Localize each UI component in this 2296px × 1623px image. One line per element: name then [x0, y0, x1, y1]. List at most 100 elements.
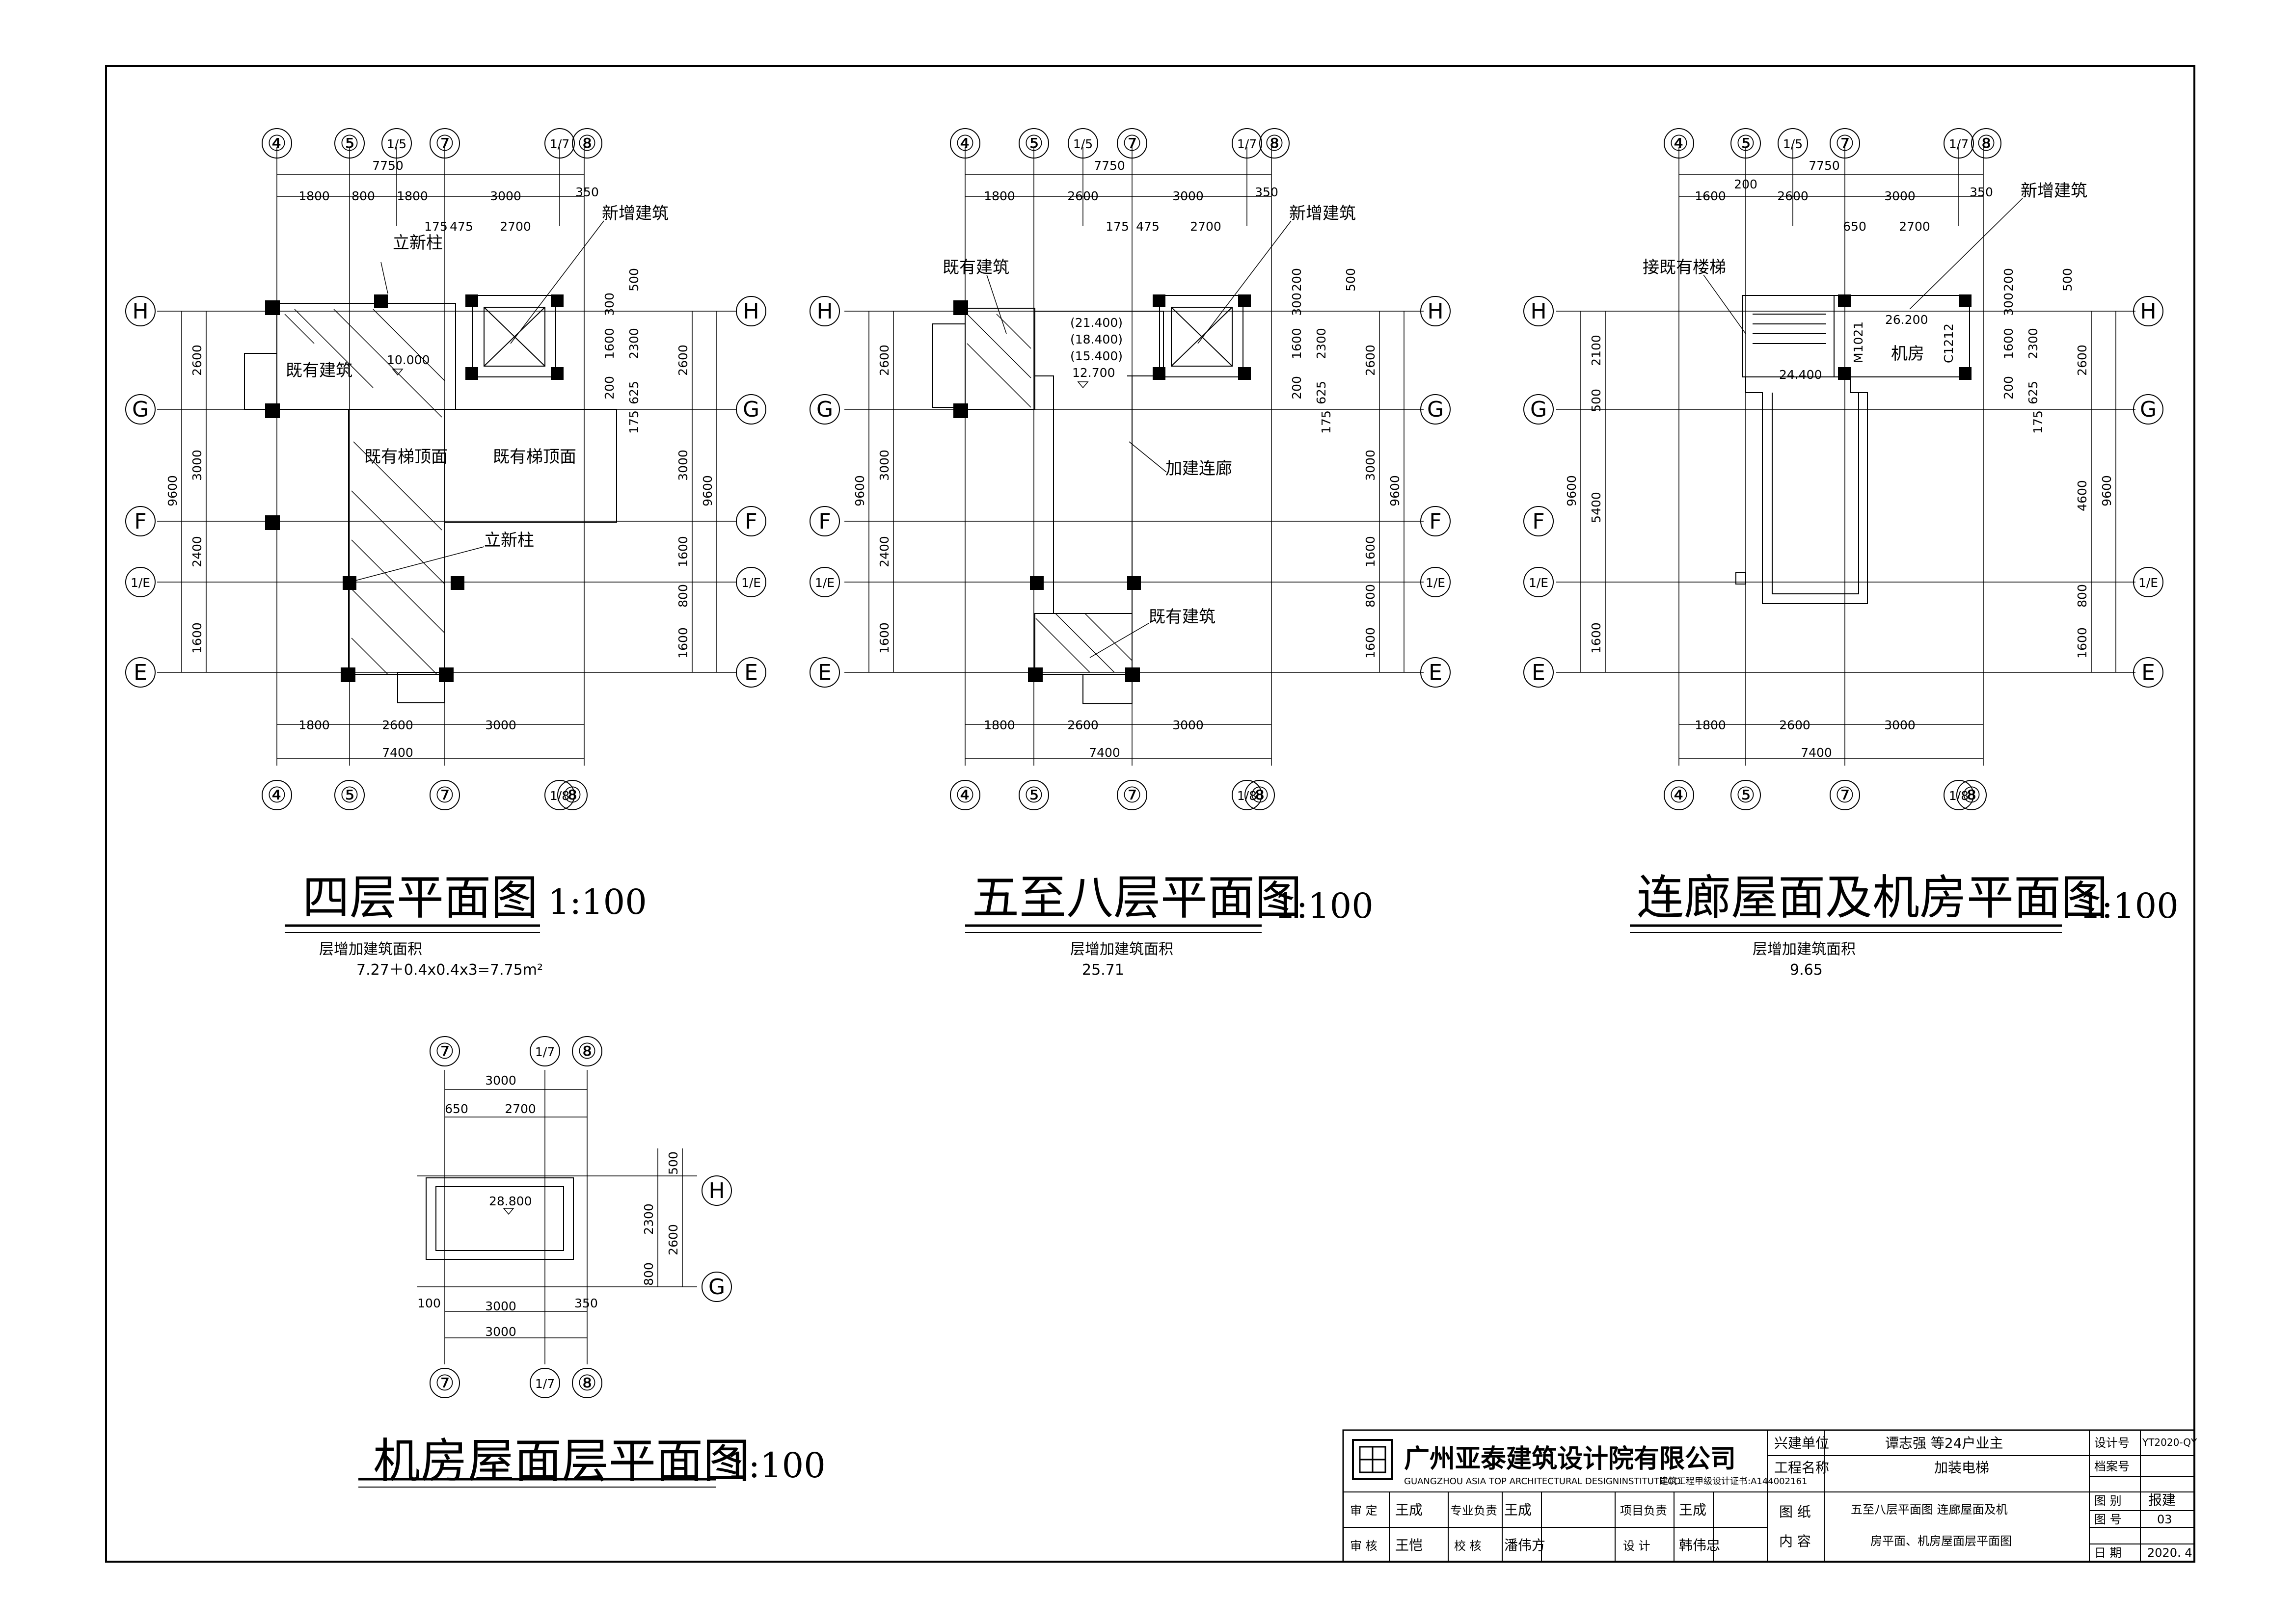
plan-corridor-roof: ④ ⑤ 1/5 ⑦ 1/7 ⑧ ④ ⑤ ⑦ 1/8 ⑧ H G F 1/E E … [1523, 128, 2179, 979]
company-logo-icon [1352, 1439, 1393, 1480]
axis-label: ⑦ [435, 1371, 454, 1396]
dim-text: 175 [2031, 410, 2045, 434]
dim-text: 3000 [485, 1073, 516, 1088]
sheet-border [105, 65, 2195, 1563]
annotation: 26.200 [1885, 313, 1928, 327]
dim-text: 2600 [1363, 345, 1378, 376]
dim-text: 1600 [1695, 189, 1726, 203]
axis-label: 1/E [2138, 576, 2158, 590]
dim-text: 7750 [1094, 159, 1125, 173]
side-axis-bubbles: H G F 1/E E H G F 1/E E [810, 296, 1451, 688]
axis-label: ④ [955, 783, 974, 808]
dim-text: 7400 [382, 745, 413, 760]
axis-label: G [743, 397, 759, 422]
dim-text: 1600 [2075, 627, 2089, 659]
axis-label: ⑧ [577, 131, 596, 156]
role-label: 审 定 [1350, 1504, 1378, 1517]
dim-text: 1600 [877, 622, 891, 654]
role-label: 项目负责 [1620, 1504, 1667, 1517]
columns [1838, 294, 1972, 380]
dim-text: 2400 [877, 536, 891, 567]
dim-text: 100 [417, 1296, 441, 1310]
dim-text: 200 [2001, 268, 2016, 292]
plan-5-8-floors: ④ ⑤ 1/5 ⑦ 1/7 ⑧ ④ ⑤ ⑦ 1/8 ⑧ H G F 1/E E … [810, 128, 1451, 979]
axis-label: F [1532, 509, 1544, 534]
axis-label: F [745, 509, 757, 534]
columns [953, 294, 1251, 682]
role-name: 王成 [1395, 1502, 1423, 1518]
axis-label: ④ [267, 783, 286, 808]
annotations: 立新柱 新增建筑 既有建筑 10.000 既有梯顶面 既有梯顶面 立新柱 [286, 204, 669, 582]
dim-text: 3000 [676, 450, 690, 481]
dim-text: 2300 [642, 1203, 656, 1235]
axis-label: ⑤ [340, 131, 359, 156]
annotation: (18.400) [1070, 332, 1123, 346]
axis-label: E [2141, 660, 2155, 685]
dim-text: 9600 [165, 475, 180, 506]
company-cert: 建筑工程甲级设计证书:A144002161 [1659, 1476, 1807, 1487]
area-value: 7.27＋0.4x0.4x3=7.75m² [356, 961, 543, 979]
company-name-en: GUANGZHOU ASIA TOP ARCHITECTURAL DESIGNI… [1404, 1476, 1683, 1487]
dim-text: 175 [424, 219, 448, 234]
axis-label: 1/E [815, 576, 835, 590]
dim-text: 5400 [1589, 492, 1603, 523]
sheet-label: 图 号 [2094, 1513, 2122, 1526]
axis-label: ⑦ [1122, 131, 1141, 156]
dim-text: 500 [627, 268, 641, 292]
category-label: 图 别 [2094, 1494, 2122, 1508]
axis-label: ⑦ [1122, 783, 1141, 808]
dim-text: 350 [575, 185, 599, 199]
axis-label: H [743, 299, 759, 324]
axis-label: G [1427, 397, 1444, 422]
axis-label: ⑧ [577, 1371, 596, 1396]
dim-text: 3000 [1884, 718, 1916, 732]
role-name: 韩伟忠 [1679, 1537, 1720, 1553]
dim-text: 9600 [701, 475, 715, 506]
dim-text: 3000 [1172, 718, 1204, 732]
dim-text: 1600 [190, 622, 204, 654]
dim-text: 3000 [1363, 450, 1378, 481]
drawing-label: 图 纸 [1779, 1504, 1811, 1520]
top-axis-bubbles: ④ ⑤ 1/5 ⑦ 1/7 ⑧ [1664, 128, 2001, 159]
axis-label: 1/E [1529, 576, 1548, 590]
dim-text: 2600 [877, 345, 891, 376]
dim-text: 625 [627, 381, 641, 404]
axis-label: 1/7 [1237, 137, 1257, 151]
annotation: 10.000 [387, 353, 430, 367]
annotation: C1212 [1942, 323, 1956, 363]
dim-text: 1600 [1589, 622, 1603, 654]
dim-text: 1800 [298, 189, 330, 203]
plan-machine-room-roof: ⑦ 1/7 ⑧ ⑦ 1/7 ⑧ H G 3000 650 2700 100 30… [358, 1036, 826, 1489]
role-label: 专业负责 [1450, 1504, 1497, 1517]
company-name: 广州亚泰建筑设计院有限公司 [1404, 1444, 1736, 1474]
dim-text: 200 [1734, 177, 1757, 191]
hatch-existing [967, 314, 1133, 673]
dim-text: 475 [1136, 219, 1160, 234]
annotation: (21.400) [1070, 316, 1123, 330]
date-label: 日 期 [2094, 1546, 2122, 1560]
drawing-content: 五至八层平面图 连廊屋面及机 [1851, 1503, 2008, 1517]
annotation: 24.400 [1779, 368, 1822, 382]
hatch-existing [284, 309, 445, 675]
axis-label: 1/E [741, 576, 761, 590]
axis-label: G [132, 397, 149, 422]
axis-label: H [708, 1178, 725, 1203]
annotation: 新增建筑 [602, 204, 669, 223]
dim-text: 500 [1344, 268, 1358, 292]
bottom-axis-bubbles: ④ ⑤ ⑦ 1/8 ⑧ [1664, 780, 1987, 810]
axis-label: G [1530, 397, 1547, 422]
dim-text: 7400 [1801, 745, 1832, 760]
dim-text: 7400 [1089, 745, 1120, 760]
dim-text: 500 [666, 1151, 680, 1175]
axis-label: ④ [267, 131, 286, 156]
axis-label: 1/5 [1073, 137, 1093, 151]
axis-label: ⑦ [435, 783, 454, 808]
dim-text: 2300 [627, 328, 641, 359]
bottom-axis-bubbles: ④ ⑤ ⑦ 1/8 ⑧ [950, 780, 1275, 810]
axis-label: E [1429, 660, 1442, 685]
role-name: 王成 [1504, 1502, 1532, 1518]
axis-label: ⑤ [1024, 783, 1043, 808]
dim-text: 2600 [666, 1224, 680, 1255]
axis-label: F [818, 509, 831, 534]
dim-text: 2600 [676, 345, 690, 376]
